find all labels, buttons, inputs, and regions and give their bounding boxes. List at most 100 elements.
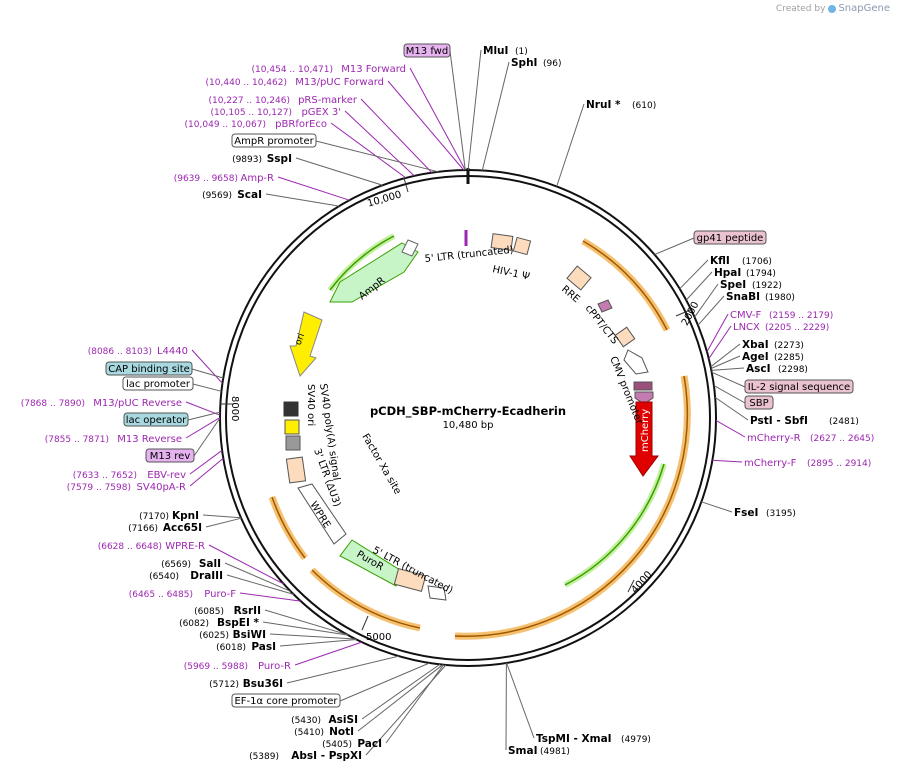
feature-box-gp41-peptide[interactable]: gp41 peptide xyxy=(693,230,767,245)
primer-mcherry-r[interactable]: mCherry-R(2627 .. 2645) xyxy=(747,433,874,444)
arc-green-right xyxy=(563,463,667,588)
enzyme-site-asisi[interactable]: AsiSI(5430) xyxy=(291,714,358,726)
feature-box-ef-1-core-promoter[interactable]: EF-1α core promoter xyxy=(231,693,341,708)
enzyme-site-spei[interactable]: SpeI(1922) xyxy=(720,279,782,291)
enzyme-site-smai[interactable]: SmaI(4981) xyxy=(508,745,570,757)
enzyme-site-sspi[interactable]: SspI(9893) xyxy=(232,153,292,165)
feature-box-line-2 xyxy=(654,237,695,256)
enzyme-site-paci[interactable]: PacI(5405) xyxy=(322,738,382,750)
svg-text:PasI: PasI xyxy=(251,641,276,653)
primer-line-5 xyxy=(277,176,350,201)
primer-pbrforeco[interactable]: pBRforEco(10,049 .. 10,067) xyxy=(185,119,327,130)
svg-text:M13/pUC Forward: M13/pUC Forward xyxy=(295,77,384,88)
credit-prefix: Created by xyxy=(775,4,826,14)
enzyme-site-draiii[interactable]: DraIII(6540) xyxy=(149,570,223,582)
enzyme-line-7 xyxy=(710,343,741,368)
primer-l4440[interactable]: L4440(8086 .. 8103) xyxy=(88,346,188,357)
enzyme-site-asci[interactable]: AscI(2298) xyxy=(746,363,808,375)
feature-box-bg xyxy=(122,376,194,391)
enzyme-site-nrui-[interactable]: NruI *(610) xyxy=(586,99,656,111)
enzyme-site-scai[interactable]: ScaI(9569) xyxy=(202,189,262,201)
feature-box-cap-binding-site[interactable]: CAP binding site xyxy=(105,361,193,376)
enzyme-line-16 xyxy=(357,664,444,732)
feature-box-m13-rev[interactable]: M13 rev xyxy=(145,448,195,463)
svg-text:(6465 .. 6485): (6465 .. 6485) xyxy=(129,590,193,600)
arc-orange-left-bottom-core xyxy=(311,569,421,629)
feature-box-ampr-promoter[interactable]: AmpR promoter xyxy=(231,133,317,148)
feature-box-lac-operator[interactable]: lac operator xyxy=(123,412,189,427)
enzyme-site-hpai[interactable]: HpaI(1794) xyxy=(714,267,776,279)
enzyme-site-kfli[interactable]: KflI(1706) xyxy=(710,255,772,267)
enzyme-site-bsu36i[interactable]: Bsu36I(5712) xyxy=(209,678,283,690)
svg-text:SV40pA-R: SV40pA-R xyxy=(137,482,186,493)
svg-text:(2481): (2481) xyxy=(829,417,859,427)
enzyme-site-acc65i[interactable]: Acc65I(7166) xyxy=(128,522,202,534)
label-mcherry: mCherry xyxy=(640,409,651,452)
primer-lncx[interactable]: LNCX(2205 .. 2229) xyxy=(733,322,829,333)
enzyme-line-8 xyxy=(710,355,741,369)
primer-line-12 xyxy=(185,417,221,439)
enzyme-site-kpni[interactable]: KpnI(7170) xyxy=(139,510,199,522)
arc-green-right-core xyxy=(564,463,665,586)
svg-text:ScaI: ScaI xyxy=(237,189,262,201)
svg-text:lac operator: lac operator xyxy=(126,415,187,426)
enzyme-site-snabi[interactable]: SnaBI(1980) xyxy=(726,291,795,303)
primer-sv40pa-r[interactable]: SV40pA-R (7579 .. 7598) xyxy=(67,482,186,493)
enzyme-site-fsei[interactable]: FseI(3195) xyxy=(734,507,796,519)
svg-text:FseI: FseI xyxy=(734,507,758,519)
feature-box-bg xyxy=(105,361,193,376)
enzyme-site-bsiwi[interactable]: BsiWI(6025) xyxy=(199,629,266,641)
enzyme-site-sphi[interactable]: SphI(96) xyxy=(511,57,561,69)
enzyme-site-rsrii[interactable]: RsrII(6085) xyxy=(194,605,261,617)
enzyme-site-mlui[interactable]: MluI(1) xyxy=(483,45,528,57)
feature-box-line-3 xyxy=(711,371,746,388)
svg-text:(6540): (6540) xyxy=(149,572,179,582)
svg-text:(7579 .. 7598): (7579 .. 7598) xyxy=(67,483,131,493)
svg-text:SphI: SphI xyxy=(511,57,537,69)
feature-box-il-2-signal-sequence[interactable]: IL-2 signal sequence xyxy=(744,379,854,394)
feature-box-sbp[interactable]: SBP xyxy=(744,395,774,410)
svg-text:SnaBI: SnaBI xyxy=(726,291,760,303)
feature-box-line-7 xyxy=(187,411,221,421)
label-hiv-psi: HIV-1 Ψ xyxy=(491,264,530,283)
primer-m13-reverse[interactable]: M13 Reverse(7855 .. 7871) xyxy=(45,434,182,445)
primer-line-7 xyxy=(708,325,732,359)
primer-ebv-rev[interactable]: EBV-rev(7633 .. 7652) xyxy=(73,470,186,481)
primer-mcherry-f[interactable]: mCherry-F(2895 .. 2914) xyxy=(744,458,871,469)
primer-m13-puc-forward[interactable]: M13/pUC Forward(10,440 .. 10,462) xyxy=(206,77,384,88)
enzyme-site-tspmi-xmai[interactable]: TspMI - XmaI(4979) xyxy=(536,733,651,745)
enzyme-site-sali[interactable]: SalI(6569) xyxy=(161,558,221,570)
enzyme-site-pasi[interactable]: PasI(6018) xyxy=(216,641,276,653)
enzyme-site-psti-sbfi[interactable]: PstI - SbfI(2481) xyxy=(750,415,859,427)
enzyme-site-agei[interactable]: AgeI(2285) xyxy=(742,351,804,363)
svg-text:(2273): (2273) xyxy=(774,341,804,351)
enzyme-site-bspei-[interactable]: BspEI *(6082) xyxy=(179,617,259,629)
primer-m13-forward[interactable]: M13 Forward(10,454 .. 10,471) xyxy=(252,64,406,75)
svg-text:(5969 .. 5988): (5969 .. 5988) xyxy=(184,662,248,672)
enzyme-line-19 xyxy=(279,639,357,647)
svg-text:(2159 .. 2179): (2159 .. 2179) xyxy=(769,311,833,321)
feature-box-lac-promoter[interactable]: lac promoter xyxy=(122,376,194,391)
enzyme-line-10 xyxy=(714,396,749,421)
feature-box-line-1 xyxy=(315,140,439,173)
primer-puro-r[interactable]: Puro-R(5969 .. 5988) xyxy=(184,661,291,672)
primer-pgex-3-[interactable]: pGEX 3'(10,105 .. 10,127) xyxy=(211,107,341,118)
enzyme-site-xbai[interactable]: XbaI(2273) xyxy=(742,339,804,351)
tick-10000 xyxy=(403,177,409,193)
svg-text:SpeI: SpeI xyxy=(720,279,746,291)
svg-text:(2298): (2298) xyxy=(778,365,808,375)
primer-puro-f[interactable]: Puro-F(6465 .. 6485) xyxy=(129,589,237,600)
primer-m13-puc-reverse[interactable]: M13/pUC Reverse(7868 .. 7890) xyxy=(21,398,182,409)
feature-glyphs xyxy=(283,230,659,601)
primer-cmv-f[interactable]: CMV-F(2159 .. 2179) xyxy=(730,310,833,321)
enzyme-site-absi-pspxi[interactable]: AbsI - PspXI(5389) xyxy=(249,750,362,762)
svg-text:(7166): (7166) xyxy=(128,524,158,534)
svg-text:(9893): (9893) xyxy=(232,155,262,165)
primer-prs-marker[interactable]: pRS-marker(10,227 .. 10,246) xyxy=(209,95,358,106)
feature-box-line-9 xyxy=(339,662,430,702)
primer-amp-r[interactable]: Amp-R(9639 .. 9658) xyxy=(174,173,274,184)
primer-wpre-r[interactable]: WPRE-R(6628 .. 6648) xyxy=(98,541,205,552)
feature-box-m13-fwd[interactable]: M13 fwd xyxy=(403,43,451,58)
enzyme-site-noti[interactable]: NotI(5410) xyxy=(294,726,354,738)
